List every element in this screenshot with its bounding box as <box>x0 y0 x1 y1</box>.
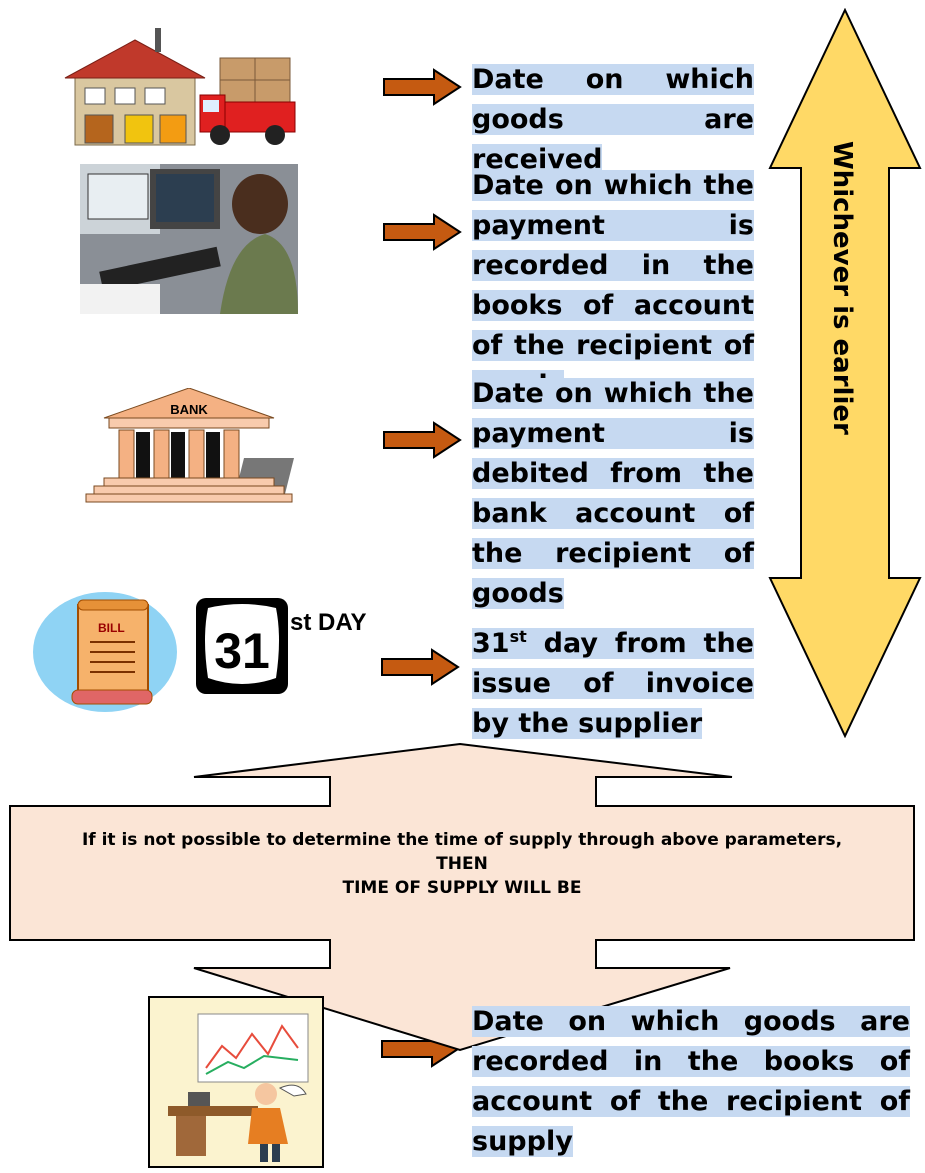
bill-icon: BILL <box>33 592 177 712</box>
banner-shape <box>9 742 915 1052</box>
banner-line-3: TIME OF SUPPLY WILL BE <box>342 878 582 898</box>
house-truck-icon <box>64 28 296 146</box>
row-text-31st-day: 31st day from the issue of invoice by th… <box>472 627 754 739</box>
banner-line-1: If it is not possible to determine the t… <box>81 830 843 850</box>
whichever-earlier-label: Whichever is earlier <box>827 141 857 435</box>
arrow-right-icon <box>383 421 462 459</box>
office-worker-icon <box>148 996 324 1168</box>
row-text-payment-recorded: Date on which the payment is recorded in… <box>472 166 754 406</box>
person-computer-icon <box>80 164 298 314</box>
banner-line-2: THEN <box>436 854 488 874</box>
bank-icon: BANK <box>85 388 294 503</box>
day-31-sign-icon: 31 st DAY <box>196 598 366 694</box>
sign-number: 31 <box>214 623 270 679</box>
arrow-right-icon <box>383 68 462 106</box>
bank-label: BANK <box>170 402 208 417</box>
arrow-right-icon <box>381 648 460 686</box>
bill-label: BILL <box>98 621 125 635</box>
final-text-goods-recorded: Date on which goods are recorded in the … <box>472 1006 910 1157</box>
row-text-goods-received: Date on which goods are received <box>472 64 754 175</box>
row-text-payment-debited: Date on which the payment is debited fro… <box>472 378 754 609</box>
double-arrow-icon <box>768 8 922 738</box>
sign-suffix: st DAY <box>290 609 366 636</box>
arrow-right-icon <box>383 213 462 251</box>
